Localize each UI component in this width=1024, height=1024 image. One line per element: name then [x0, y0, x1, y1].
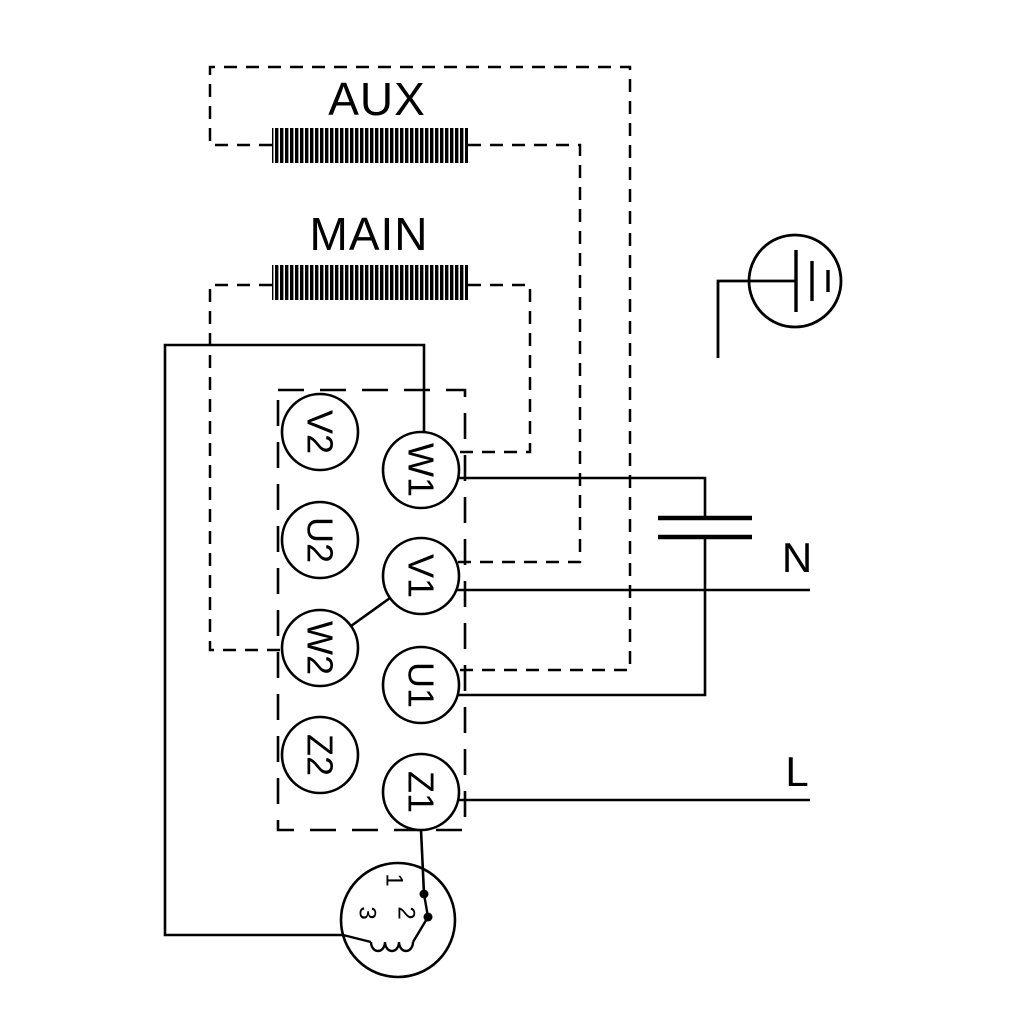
terminal-u1: U1 [381, 645, 461, 725]
terminal-v1-circle [381, 536, 461, 616]
capacitor-to-u1-wire [458, 537, 707, 697]
terminal-circles: V2 W1 U2 V1 W2 U1 Z2 Z1 [280, 392, 461, 832]
thermal-heater-coil [369, 941, 415, 953]
z1-to-thermal-wire [419, 829, 426, 895]
aux-lead-to-v1-wire [456, 143, 582, 564]
aux-winding-coil [272, 128, 468, 163]
terminal-z2-label: Z2 [300, 734, 341, 776]
w1-to-capacitor-wire [458, 476, 707, 518]
thermal-contact-2-label: 2 [393, 906, 420, 919]
thermal-contact-3-label: 3 [354, 906, 381, 919]
terminal-v1: V1 [381, 536, 461, 616]
terminal-v2-label: V2 [300, 410, 341, 454]
terminal-w2: W2 [280, 608, 360, 688]
thermal-coil-tail-wire [342, 933, 372, 944]
terminal-w1-label: W1 [401, 443, 442, 497]
terminal-z2-circle [280, 715, 360, 795]
terminal-z1-label: Z1 [401, 771, 442, 813]
capacitor [658, 515, 752, 540]
external-wiring [163, 343, 810, 937]
neutral-label: N [782, 534, 812, 581]
main-lead-to-w1-wire [455, 283, 532, 454]
terminal-u1-label: U1 [401, 662, 442, 708]
internal-winding-wires [208, 65, 632, 672]
main-winding-coil [272, 265, 468, 300]
terminal-u1-circle [381, 645, 461, 725]
thermal-contact-1-label: 1 [381, 873, 408, 886]
w1-thermal-loop-wire [163, 343, 426, 937]
terminal-w1: W1 [381, 430, 461, 510]
earth-lead-wire [716, 279, 796, 358]
terminal-v2: V2 [280, 392, 360, 472]
terminal-u2: U2 [280, 500, 360, 580]
w2-v1-link-wire [350, 596, 391, 628]
aux-winding-label: AUX [328, 73, 426, 125]
terminal-v1-label: V1 [401, 554, 442, 598]
terminal-z1: Z1 [381, 752, 461, 832]
thermal-contact-to-coil-wire [411, 916, 430, 943]
main-winding-label: MAIN [310, 208, 429, 260]
terminal-board-outline [276, 388, 467, 832]
terminal-w1-circle [381, 430, 461, 510]
aux-lead-to-u1-wire [208, 65, 632, 672]
earth-ground-icon [716, 233, 843, 358]
main-lead-to-w2-wire [208, 283, 282, 652]
thermal-contact-dot-2 [423, 912, 433, 922]
thermal-protector: 1 2 3 [339, 861, 457, 979]
terminal-z2: Z2 [280, 715, 360, 795]
terminal-u2-label: U2 [300, 517, 341, 563]
terminal-u2-circle [280, 500, 360, 580]
terminal-w2-circle [280, 608, 360, 688]
line-label: L [785, 748, 808, 795]
terminal-v2-circle [280, 392, 360, 472]
terminal-w2-label: W2 [300, 621, 341, 675]
